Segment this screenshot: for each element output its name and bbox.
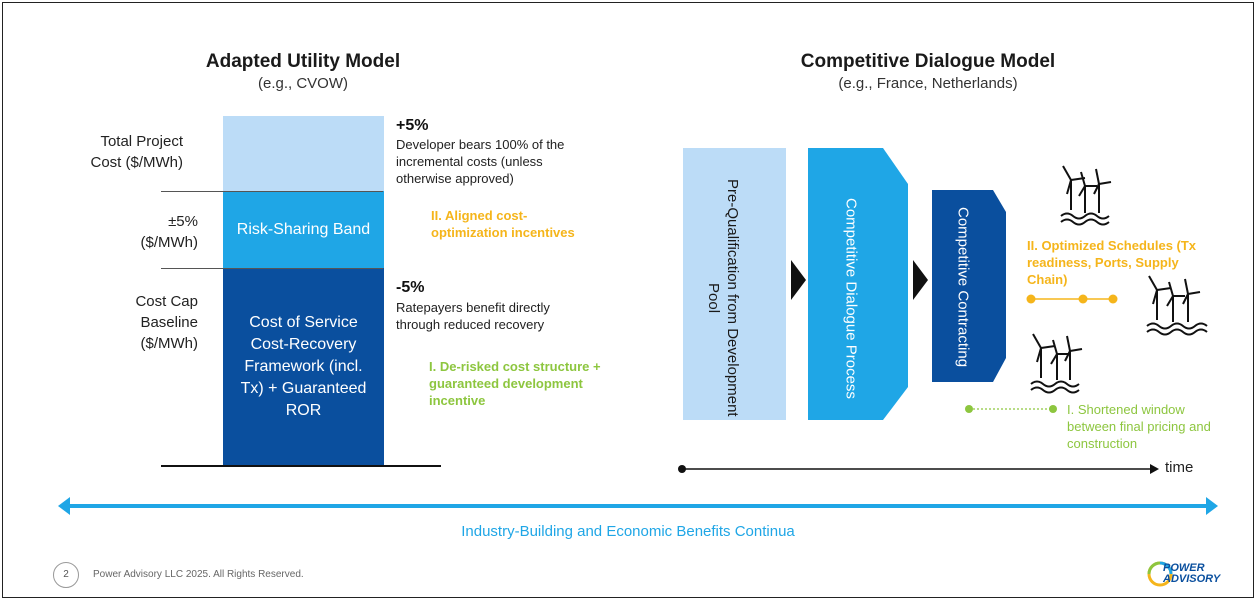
divider-top <box>161 191 383 192</box>
optimized-schedules-note: II. Optimized Schedules (Tx readiness, P… <box>1027 238 1197 287</box>
baseline-axis <box>161 465 441 467</box>
power-advisory-logo: POWER ADVISORY <box>1145 559 1245 589</box>
aligned-incentives-note: II. Aligned cost-optimization incentives <box>431 208 575 240</box>
derisked-note: I. De-risked cost structure + guaranteed… <box>429 359 601 408</box>
left-title: Adapted Utility Model <box>205 51 401 72</box>
stage-contracting-label: Competitive Contracting <box>954 207 972 368</box>
continua-label: Industry-Building and Economic Benefits … <box>461 523 795 540</box>
cost-of-service-box: Cost of Service Cost-Recovery Framework … <box>223 268 384 466</box>
continua-arrow <box>58 497 1218 515</box>
shortened-window-note: I. Shortened window between final pricin… <box>1067 402 1211 451</box>
wind-turbine-icon <box>1146 275 1208 336</box>
stage-prequalification-label: Pre-Qualification from Development Pool <box>705 179 741 417</box>
stage-arrow-2 <box>913 260 928 300</box>
logo-text-1: POWER <box>1163 562 1205 574</box>
right-subtitle: (e.g., France, Netherlands) <box>838 75 1018 92</box>
process-diagram <box>678 148 1208 474</box>
cost-of-service-label: Cost of Service Cost-Recovery Framework … <box>240 314 367 419</box>
copyright-text: Power Advisory LLC 2025. All Rights Rese… <box>93 569 304 580</box>
optimized-dot-1 <box>1026 294 1036 304</box>
plus-five-note: Developer bears 100% of the incremental … <box>396 137 565 186</box>
stage-prequalification-shape <box>683 148 786 420</box>
stage-arrow-1 <box>791 260 806 300</box>
shortened-dot-1 <box>965 405 973 413</box>
row-label-total-cost: Total Project Cost ($/MWh) <box>90 133 183 171</box>
divider-bottom <box>161 268 383 269</box>
risk-sharing-band-box: Risk-Sharing Band <box>223 191 384 268</box>
logo-ring-icon <box>1147 561 1173 587</box>
left-subtitle: (e.g., CVOW) <box>257 75 348 92</box>
minus-five-note: Ratepayers benefit directly through redu… <box>396 300 550 332</box>
stage-dialogue-label: Competitive Dialogue Process <box>842 197 860 399</box>
stage-dialogue-shape <box>808 148 908 420</box>
plus-five-percent: +5% <box>396 117 429 134</box>
logo-text-2: ADVISORY <box>1163 573 1221 585</box>
page-number-badge: 2 <box>53 562 79 588</box>
optimized-dot-2 <box>1078 294 1088 304</box>
page-number: 2 <box>63 569 69 580</box>
time-axis-label: time <box>1165 459 1194 476</box>
wind-turbine-icon <box>1060 165 1112 226</box>
optimized-dot-3 <box>1108 294 1118 304</box>
stage-contracting-shape <box>932 190 1006 382</box>
right-title: Competitive Dialogue Model <box>800 51 1056 72</box>
row-label-band: ±5% ($/MWh) <box>140 213 199 251</box>
minus-five-percent: -5% <box>396 279 425 296</box>
timeline-arrowhead <box>1150 464 1159 474</box>
wind-turbine-icon <box>1030 333 1083 394</box>
row-label-baseline: Cost Cap Baseline ($/MWh) <box>135 293 198 352</box>
shortened-dot-2 <box>1049 405 1057 413</box>
total-cost-box <box>223 116 384 191</box>
risk-sharing-band-label: Risk-Sharing Band <box>236 220 371 238</box>
